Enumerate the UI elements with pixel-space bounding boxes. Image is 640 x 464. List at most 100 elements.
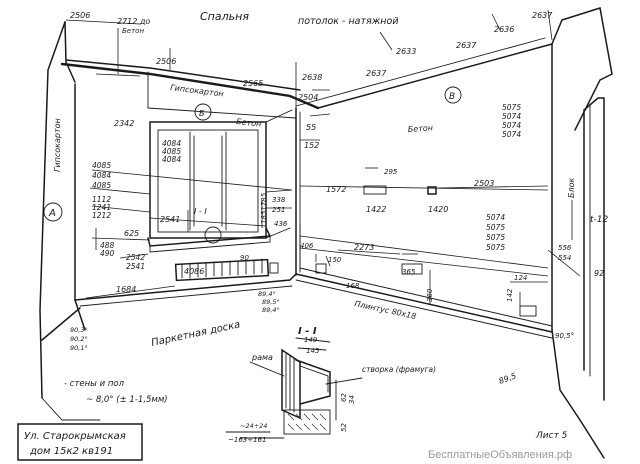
- dim-left-s2-2: 1241: [92, 203, 111, 212]
- dim-t12: t-12: [590, 215, 609, 225]
- dim-1420: 1420: [428, 205, 448, 214]
- dim-upper-4: 5074: [502, 130, 521, 139]
- section-d62: 62: [340, 393, 348, 402]
- dim-upper-2: 5074: [502, 112, 521, 121]
- dim-left-s3-4: 2541: [126, 262, 145, 271]
- dim-left-s2-3: 1212: [92, 211, 111, 220]
- dim-window-stack-2: 4085: [162, 147, 181, 156]
- dim-2637-c: 2637: [532, 11, 553, 20]
- label-concrete-right: Бетон: [408, 123, 434, 134]
- sockets: [269, 185, 537, 317]
- dim-92: 92: [594, 269, 604, 278]
- dim-8915: 89,5: [498, 371, 518, 386]
- dim-124: 124: [514, 274, 527, 282]
- dim-2342: 2342: [114, 119, 134, 128]
- window: [147, 109, 293, 253]
- room-outline: [39, 7, 613, 459]
- dim-554: 554: [558, 254, 571, 262]
- dim-90: 90: [240, 254, 249, 262]
- ceiling-note: потолок - натяжной: [298, 16, 399, 27]
- wall-marker-b-circle: [194, 103, 212, 121]
- dim-lower-2: 5075: [486, 223, 505, 232]
- section-d149: 149: [304, 336, 318, 344]
- dim-625: 625: [124, 229, 139, 238]
- dim-1572: 1572: [326, 185, 346, 194]
- section-d24: ~24÷24: [240, 422, 267, 430]
- angle-left-2: 90,2°: [70, 335, 88, 343]
- sheet-number: Лист 5: [535, 431, 568, 441]
- dim-338: 338: [272, 196, 286, 204]
- wall-marker-v-circle: [444, 86, 462, 104]
- dim-436: 436: [274, 220, 288, 228]
- dim-lower-1: 5074: [486, 213, 505, 222]
- dim-360: 360: [426, 288, 434, 302]
- dim-4086: 4086: [184, 267, 204, 276]
- wall-marker-v: В: [449, 92, 455, 102]
- dim-2565: 2565: [243, 79, 263, 88]
- address-line-1: Ул. Старокрымская: [24, 431, 126, 442]
- label-parquet: Паркетная доска: [150, 319, 241, 349]
- angle-left-1: 90,3°: [70, 326, 88, 334]
- dim-left-s3-1: 488: [100, 241, 115, 250]
- angle-a-1: 89,4°: [258, 290, 276, 298]
- dim-2503: 2503: [474, 179, 494, 188]
- dim-2637-a: 2637: [366, 69, 387, 78]
- dim-2504: 2504: [298, 93, 318, 102]
- address-box: [17, 423, 143, 461]
- dim-window-stack-3: 4084: [162, 155, 181, 164]
- dim-2541: 2541: [160, 215, 180, 224]
- dim-1684: 1684: [116, 285, 136, 294]
- label-concrete-2712: Бетон: [122, 27, 144, 35]
- dim-406: 406: [300, 242, 314, 250]
- angle-a-2: 89,5°: [262, 298, 280, 306]
- dim-left-s3-2: 490: [100, 249, 115, 258]
- dim-2638: 2638: [302, 73, 322, 82]
- dim-upper-3: 5074: [502, 121, 521, 130]
- section-frame: рама: [251, 353, 273, 362]
- dim-152: 152: [304, 141, 319, 150]
- dim-556: 556: [558, 244, 572, 252]
- section-label: I - I: [298, 326, 317, 337]
- dim-365: 365: [402, 268, 416, 276]
- section-sash: створка (фрамуга): [362, 365, 436, 374]
- label-gypsum-left: Гипсокартон: [53, 118, 62, 172]
- section-detail: [225, 337, 363, 439]
- dim-2506-a: 2506: [70, 11, 90, 20]
- dim-lower-3: 5075: [486, 233, 505, 242]
- angle-right: 90,5°: [555, 332, 574, 340]
- room-title: Спальня: [200, 10, 249, 23]
- section-label-small: I - I: [194, 207, 207, 216]
- dim-window-stack-1: 4084: [162, 139, 181, 148]
- dim-142: 142: [506, 288, 514, 302]
- dim-2712: 2712 до: [117, 17, 150, 26]
- dim-1851785: 1851785: [260, 192, 268, 224]
- section-d52: 52: [340, 423, 348, 432]
- dim-55: 55: [306, 123, 316, 132]
- labels: Спальня потолок - натяжной Гипсокартон Г…: [24, 10, 609, 461]
- dim-2633: 2633: [396, 47, 416, 56]
- label-brick: Блок: [567, 178, 576, 198]
- dim-left-s1-1: 4085: [92, 161, 111, 170]
- angle-left-3: 90,1°: [70, 344, 88, 352]
- label-concrete-top: Бетон: [236, 117, 262, 129]
- dim-251: 251: [272, 206, 285, 214]
- dim-2273: 2273: [354, 243, 374, 252]
- note-walls-floor: - стены и пол: [64, 379, 125, 389]
- dim-left-s1-3: 4085: [92, 181, 111, 190]
- dim-left-s1-2: 4084: [92, 171, 111, 180]
- dim-2637-b: 2637: [456, 41, 477, 50]
- dim-1422: 1422: [366, 205, 386, 214]
- dim-left-s2-1: 1112: [92, 195, 111, 204]
- wall-marker-b: Б: [199, 109, 205, 118]
- dim-168: 168: [346, 282, 360, 290]
- address-line-2: дом 15к2 кв191: [29, 446, 113, 457]
- dim-left-s3-3: 2542: [126, 253, 145, 262]
- section-d34: 34: [348, 395, 356, 404]
- dimension-lines: [65, 9, 581, 306]
- radiator: [174, 258, 270, 282]
- wall-marker-a: А: [48, 208, 56, 219]
- angle-a-3: 89,4°: [262, 306, 280, 314]
- section-d145: 145: [306, 347, 320, 355]
- wall-marker-a-circle: [43, 202, 63, 222]
